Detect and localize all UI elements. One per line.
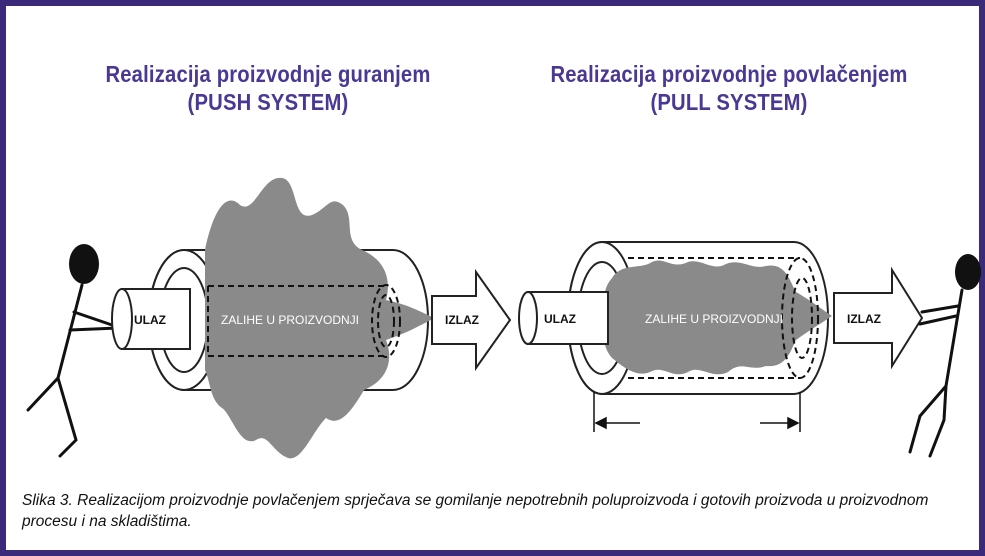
pull-inventory-blob [604,260,832,375]
push-title-line2: (PUSH SYSTEM) [187,89,349,115]
push-input-label: ULAZ [134,313,166,327]
push-system-title: Realizacija proizvodnje guranjem (PUSH S… [69,60,467,116]
pull-input-pipe [518,291,609,345]
pull-system-title: Realizacija proizvodnje povlačenjem (PUL… [517,60,941,116]
push-output-arrow [431,268,512,372]
pull-input-label: ULAZ [544,312,576,326]
pull-dimension-lines [593,392,801,432]
push-output-label: IZLAZ [445,313,479,327]
pull-inventory-label: ZALIHE U PROIZVODNJI [645,312,783,326]
push-inventory-label: ZALIHE U PROIZVODNJI [221,313,359,327]
pull-title-line1: Realizacija proizvodnje povlačenjem [550,61,908,87]
push-inner-dashed-pipe [207,284,401,358]
pulling-person-figure [908,254,981,458]
pull-title-line2: (PULL SYSTEM) [650,89,808,115]
push-title-line1: Realizacija proizvodnje guranjem [105,61,431,87]
pull-output-label: IZLAZ [847,312,881,326]
figure-caption: Slika 3. Realizacijom proizvodnje povlač… [22,492,929,530]
push-system-diagram: ULAZ ZALIHE U PROIZVODNJI IZLAZ [26,177,512,459]
pull-system-diagram: ULAZ ZALIHE U PROIZVODNJI IZLAZ [518,241,981,458]
push-inventory-blob [205,177,435,459]
pull-inner-dashed-pipe [628,257,819,379]
pull-output-arrow [833,266,924,370]
pushing-person-figure [26,244,120,458]
push-input-pipe [111,288,191,350]
